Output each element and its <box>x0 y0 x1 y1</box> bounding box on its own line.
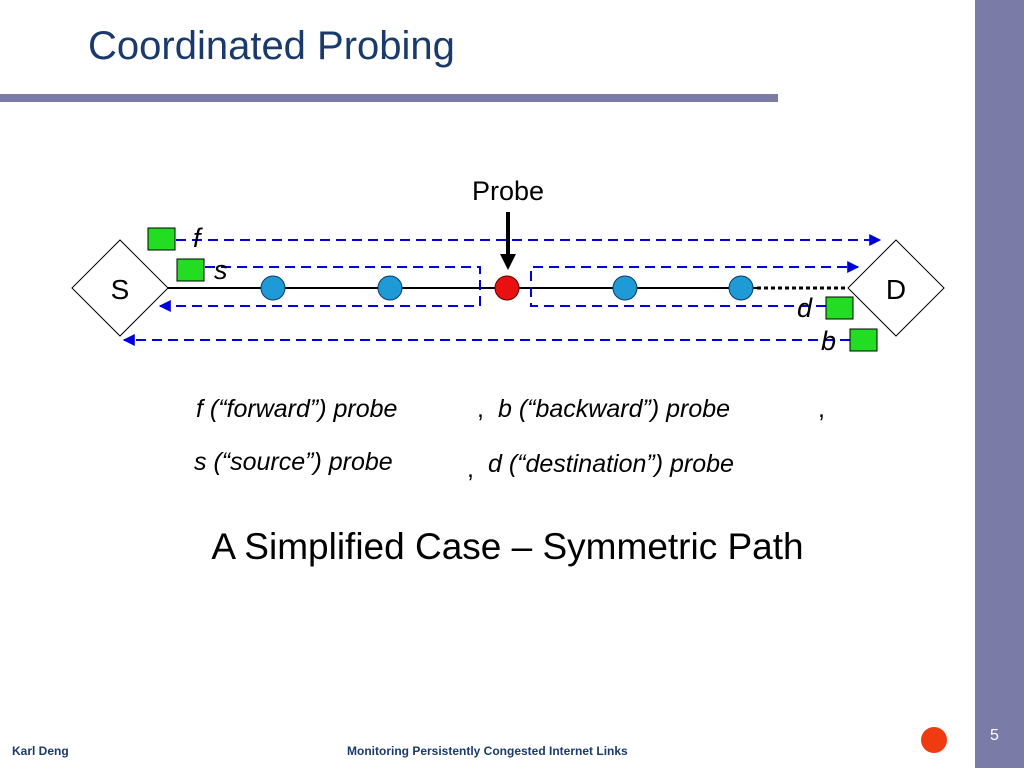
router-node <box>260 275 286 301</box>
source-probe-letter: s <box>214 255 228 285</box>
forward-probe-letter: f <box>193 223 203 253</box>
backward-probe-packet <box>849 328 878 352</box>
page-number: 5 <box>990 727 999 744</box>
legend-destination: d (“destination”) probe <box>488 450 734 478</box>
legend-comma: , <box>477 395 484 423</box>
legend-comma: , <box>818 395 825 423</box>
legend-backward: b (“backward”) probe <box>498 395 731 423</box>
router-node <box>728 275 754 301</box>
source-probe-arrow <box>158 266 481 312</box>
source-node <box>71 239 169 337</box>
side-band <box>975 0 1024 768</box>
slide-title: Coordinated Probing <box>88 24 455 68</box>
router-node <box>377 275 403 301</box>
legend-source: s (“source”) probe <box>194 448 393 476</box>
slide-subtitle: A Simplified Case – Symmetric Path <box>211 526 804 567</box>
destination-probe-letter: d <box>797 293 813 323</box>
footer-author: Karl Deng <box>12 744 69 758</box>
title-divider <box>0 94 778 102</box>
destination-probe-arrow <box>530 261 860 307</box>
legend-forward: f (“forward”) probe <box>196 395 398 423</box>
source-node-label: S <box>111 274 130 305</box>
destination-probe-packet <box>825 296 854 320</box>
forward-probe-packet <box>147 227 176 251</box>
destination-node-label: D <box>886 274 906 305</box>
router-node <box>612 275 638 301</box>
footer-title: Monitoring Persistently Congested Intern… <box>347 744 628 758</box>
probe-point-node <box>494 275 520 301</box>
probe-indicator-arrowhead <box>500 254 516 270</box>
legend-comma: , <box>467 455 474 483</box>
backward-probe-letter: b <box>821 326 836 356</box>
probe-label: Probe <box>472 176 544 206</box>
page-marker <box>921 727 947 753</box>
source-probe-packet <box>176 258 205 282</box>
destination-node <box>847 239 945 337</box>
